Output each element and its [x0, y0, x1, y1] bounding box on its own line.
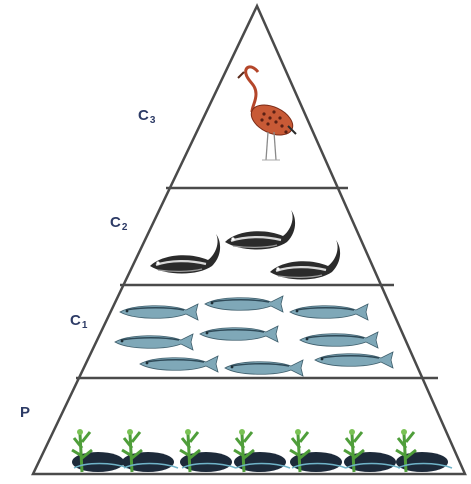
level-label-c3: C3 [138, 107, 155, 124]
level-label-p-base: P [20, 404, 30, 421]
level-label-c2: C2 [110, 214, 127, 231]
level-label-c1: C1 [70, 312, 87, 329]
level-label-c2-base: C [110, 214, 121, 231]
level-label-c1-base: C [70, 312, 81, 329]
level-label-c1-sub: 1 [82, 320, 88, 331]
level-label-p: P [20, 404, 31, 421]
level-label-c2-sub: 2 [122, 222, 128, 233]
level-label-c3-base: C [138, 107, 149, 124]
level-label-c3-sub: 3 [150, 115, 156, 126]
